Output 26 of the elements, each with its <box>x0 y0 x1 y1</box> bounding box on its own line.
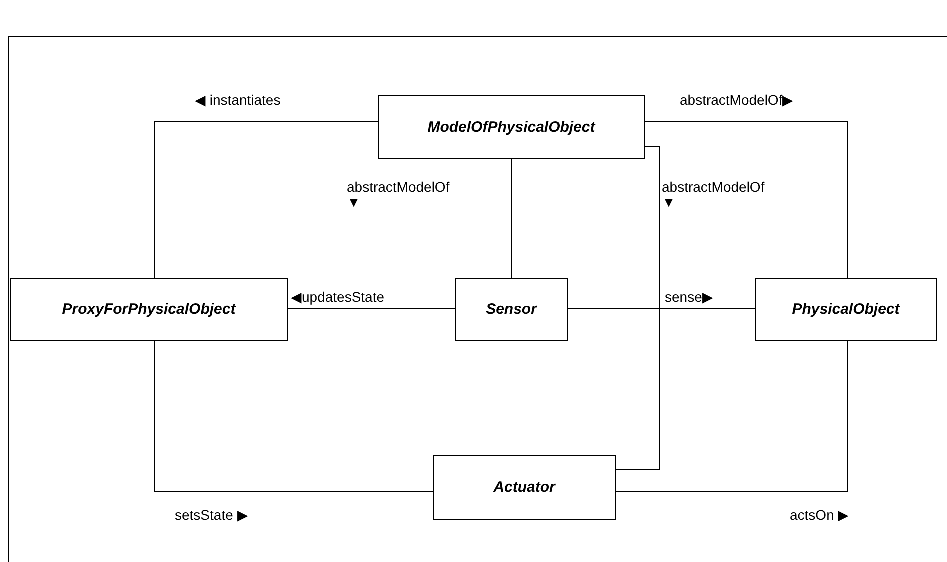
class-name: Actuator <box>494 479 556 496</box>
class-box <box>455 278 568 341</box>
edge-label: abstractModelOf ▼ <box>347 180 451 211</box>
class-name: ModelOfPhysicalObject <box>428 118 596 136</box>
edge-label: setsState ▶ <box>175 508 248 524</box>
connector-line <box>511 158 512 278</box>
connector-line <box>616 146 660 470</box>
class-box <box>433 455 616 520</box>
class-box <box>755 278 937 341</box>
class-box <box>378 95 645 159</box>
connector-line <box>616 340 848 492</box>
connector-line <box>154 122 378 278</box>
class-name: PhysicalObject <box>792 301 900 318</box>
edge-label: actsOn ▶ <box>790 508 850 524</box>
class-name: ProxyForPhysicalObject <box>62 301 236 318</box>
connector-line <box>568 308 756 310</box>
class-box <box>10 278 288 341</box>
edge-label: ◀ instantiates <box>195 93 281 108</box>
connector-line <box>644 122 848 278</box>
edge-label: sense▶ <box>665 290 714 306</box>
edge-label: abstractModelOf ▼ <box>662 180 766 211</box>
connector-line <box>154 340 434 492</box>
class-name: Sensor <box>486 301 537 318</box>
connector-line <box>288 308 456 310</box>
edge-label: abstractModelOf▶ <box>680 93 794 108</box>
edge-label: ◀updatesState <box>291 290 385 306</box>
